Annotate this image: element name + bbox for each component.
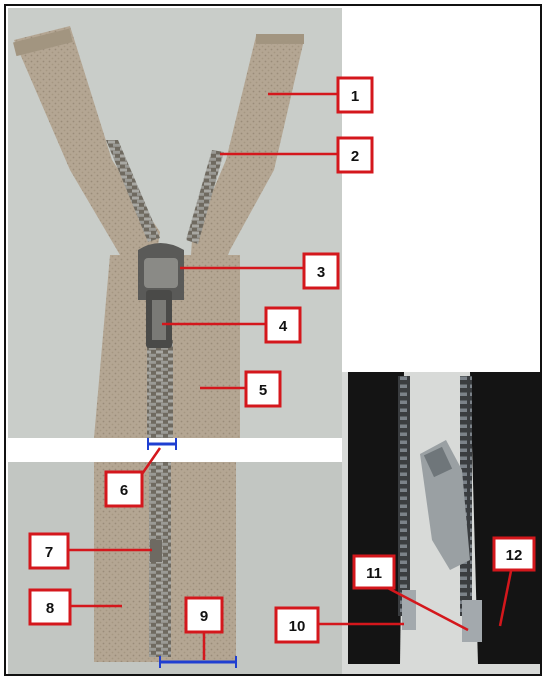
svg-text:12: 12 (506, 547, 523, 564)
callout-8: 8 (30, 590, 70, 624)
pull-tab-window (152, 300, 166, 340)
svg-text:9: 9 (200, 608, 208, 625)
callout-5: 5 (246, 372, 280, 406)
svg-text:4: 4 (279, 318, 288, 335)
callout-2: 2 (338, 138, 372, 172)
svg-text:8: 8 (46, 600, 54, 617)
callout-12: 12 (494, 538, 534, 570)
svg-text:3: 3 (317, 264, 325, 281)
svg-text:10: 10 (289, 618, 306, 635)
inset-left-tape (348, 372, 404, 664)
callout-6: 6 (106, 472, 142, 506)
callout-10: 10 (276, 608, 318, 642)
right-top-stop-region (256, 34, 304, 44)
svg-text:6: 6 (120, 482, 128, 499)
callout-7: 7 (30, 534, 68, 568)
callout-9: 9 (186, 598, 222, 632)
svg-text:11: 11 (366, 565, 382, 582)
callout-1: 1 (338, 78, 372, 112)
inset-left-teeth (398, 376, 410, 616)
interlocked-teeth-upper (147, 340, 173, 438)
retainer-box (462, 600, 482, 642)
slider-cap (144, 258, 178, 288)
svg-text:2: 2 (351, 148, 359, 165)
callout-3: 3 (304, 254, 338, 288)
svg-text:7: 7 (45, 544, 53, 561)
callout-11: 11 (354, 556, 394, 588)
callout-4: 4 (266, 308, 300, 342)
svg-text:5: 5 (259, 382, 267, 399)
svg-text:1: 1 (351, 88, 359, 105)
